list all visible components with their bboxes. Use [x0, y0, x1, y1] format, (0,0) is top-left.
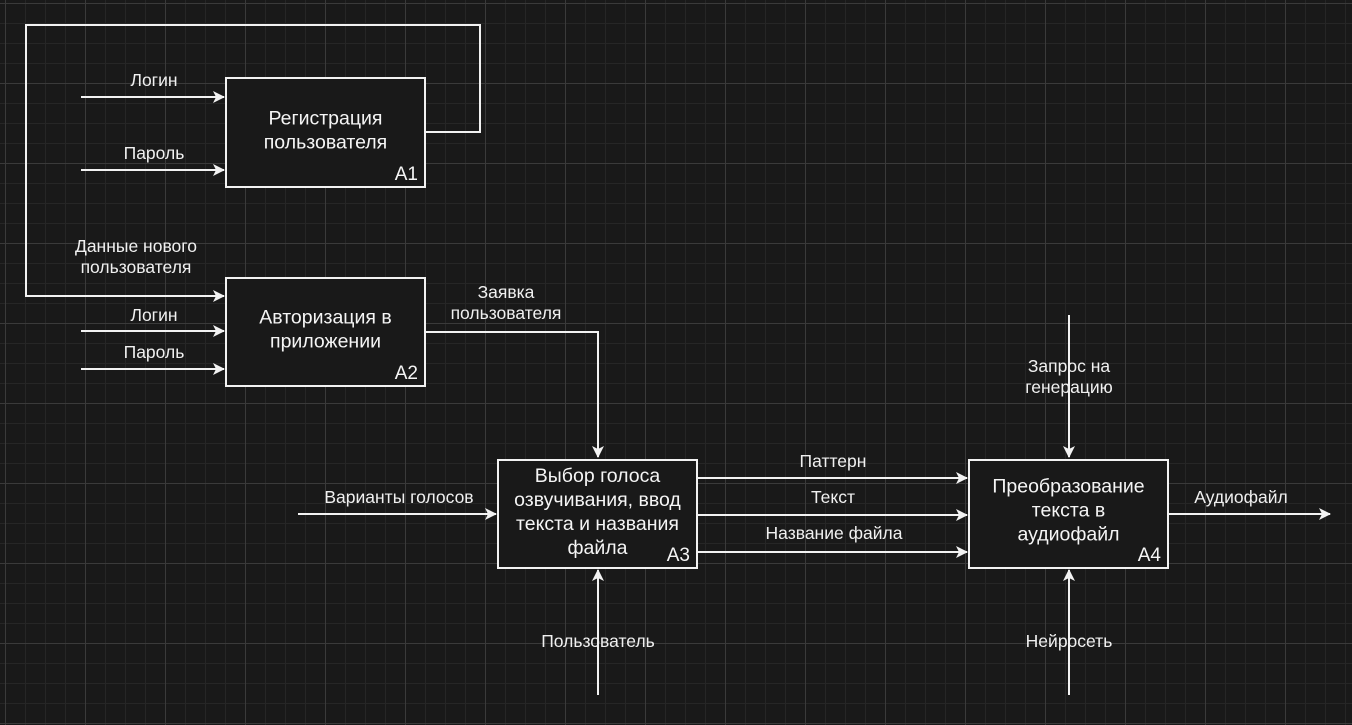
label-audio-file: Аудиофайл	[1194, 487, 1288, 507]
block-a3-title: Выбор голоса озвучивания, ввод текста и …	[514, 465, 681, 560]
block-a1[interactable]: Регистрация пользователя A1	[225, 77, 426, 188]
block-a1-title: Регистрация пользователя	[263, 107, 388, 154]
label-neural-network: Нейросеть	[1025, 631, 1113, 651]
label-user: Пользователь	[541, 631, 655, 651]
user-request-arrow	[426, 331, 604, 458]
block-a2-title: Авторизация в приложении	[259, 306, 392, 353]
label-new-user-data: Данные нового пользователя	[74, 236, 198, 277]
label-file-name: Название файла	[765, 523, 903, 543]
block-a2[interactable]: Авторизация в приложении A2	[225, 277, 426, 387]
label-a2-login: Логин	[130, 305, 178, 325]
block-a1-number: A1	[394, 164, 418, 185]
block-a3-number: A3	[666, 545, 690, 566]
label-voice-options: Варианты голосов	[324, 487, 474, 507]
label-a2-password: Пароль	[123, 342, 185, 362]
block-a4-title: Преобразование текста в аудиофайл	[992, 475, 1145, 546]
block-a4[interactable]: Преобразование текста в аудиофайл A4	[968, 459, 1169, 569]
block-a2-number: A2	[394, 363, 418, 384]
label-text: Текст	[810, 487, 856, 507]
label-a1-login: Логин	[130, 70, 178, 90]
label-pattern: Паттерн	[799, 451, 867, 471]
block-a4-number: A4	[1137, 545, 1161, 566]
label-user-request: Заявка пользователя	[450, 282, 562, 323]
block-a3[interactable]: Выбор голоса озвучивания, ввод текста и …	[497, 459, 698, 569]
label-a1-password: Пароль	[123, 143, 185, 163]
label-generation-request: Запрос на генерацию	[1025, 356, 1113, 397]
new-user-feedback-arrow	[25, 24, 481, 302]
